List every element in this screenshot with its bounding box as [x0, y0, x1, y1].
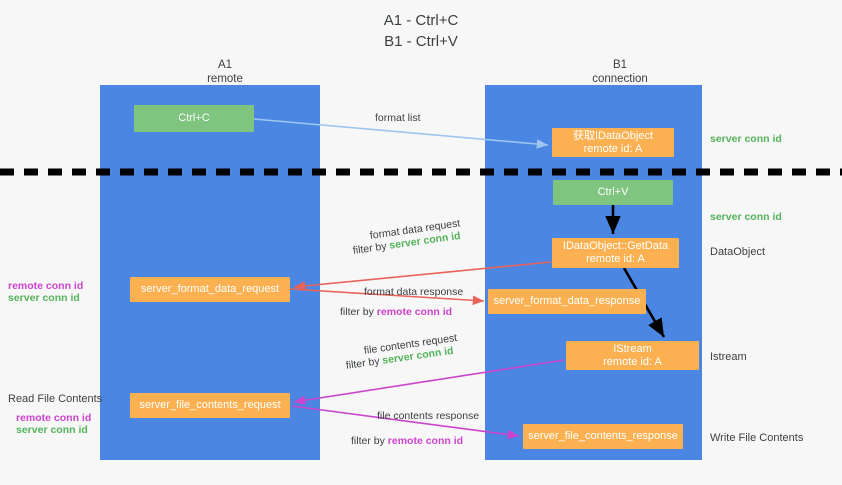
title-line-2: B1 - Ctrl+V [384, 33, 458, 50]
node-server-format-data-request-label: server_format_data_request [140, 283, 280, 295]
node-server-file-contents-response-label: server_file_contents_response [528, 430, 678, 442]
node-istream-line2: remote id: A [603, 355, 662, 368]
annotation-istream: Istream [710, 351, 747, 363]
annotation-server-conn-id-mid: server conn id [710, 211, 782, 223]
node-server-file-contents-response[interactable]: server_file_contents_response [523, 424, 683, 449]
node-istream[interactable]: IStream remote id: A [566, 341, 699, 370]
label-file-contents-response-filter-key: remote conn id [387, 435, 464, 447]
node-idataobject-getdata[interactable]: IDataObject::GetData remote id: A [552, 238, 679, 268]
node-get-idataobject[interactable]: 获取IDataObject remote id: A [552, 128, 674, 157]
label-format-data-response: format data response [364, 286, 464, 298]
label-file-contents-request-filter-prefix: filter by [345, 354, 384, 372]
column-header-a1: A1 remote [130, 58, 320, 86]
label-file-contents-response-filter: filter by remote conn id [351, 434, 463, 448]
column-header-b1-name: B1 [612, 59, 628, 71]
node-idataobject-getdata-line2: remote id: A [586, 253, 645, 265]
node-get-idataobject-line1: 获取IDataObject [572, 129, 654, 142]
node-server-file-contents-request[interactable]: server_file_contents_request [130, 393, 290, 418]
label-format-data-response-filter: filter by remote conn id [340, 305, 452, 319]
column-header-b1: B1 connection [520, 58, 720, 86]
label-file-contents-response-filter-prefix: filter by [351, 435, 388, 447]
node-ctrl-v-label: Ctrl+V [597, 186, 629, 198]
label-file-contents-response: file contents response [377, 410, 480, 422]
node-server-format-data-response[interactable]: server_format_data_response [488, 289, 646, 314]
label-format-data-response-filter-prefix: filter by [340, 306, 377, 318]
annotation-remote-conn-id-2: remote conn id [16, 412, 92, 424]
annotation-dataobject: DataObject [710, 246, 766, 258]
label-format-data-request-filter-prefix: filter by [352, 239, 391, 257]
label-format-list: format list [375, 112, 421, 124]
annotation-server-conn-id-top: server conn id [710, 133, 782, 145]
annotation-server-conn-id-2: server conn id [16, 424, 88, 436]
column-header-b1-sub: connection [592, 73, 648, 85]
label-format-data-response-filter-key: remote conn id [376, 306, 453, 318]
page-title: A1 - Ctrl+C B1 - Ctrl+V [0, 10, 842, 52]
title-line-1: A1 - Ctrl+C [383, 12, 459, 29]
annotation-read-file-contents: Read File Contents [8, 393, 103, 405]
node-server-file-contents-request-label: server_file_contents_request [139, 399, 281, 411]
node-idataobject-getdata-line1: IDataObject::GetData [562, 240, 669, 252]
node-ctrl-c[interactable]: Ctrl+C [134, 105, 254, 132]
node-istream-line1: IStream [613, 342, 652, 355]
column-header-a1-sub: remote [207, 73, 243, 85]
annotation-write-file-contents: Write File Contents [710, 432, 804, 444]
annotation-server-conn-id-1: server conn id [8, 292, 80, 304]
node-get-idataobject-line2: remote id: A [583, 142, 643, 155]
node-server-format-data-request[interactable]: server_format_data_request [130, 277, 290, 302]
annotation-remote-conn-id-1: remote conn id [8, 280, 84, 292]
node-ctrl-c-label: Ctrl+C [178, 112, 210, 124]
node-ctrl-v[interactable]: Ctrl+V [553, 180, 673, 205]
column-header-a1-name: A1 [217, 59, 233, 71]
node-server-format-data-response-label: server_format_data_response [493, 295, 641, 307]
